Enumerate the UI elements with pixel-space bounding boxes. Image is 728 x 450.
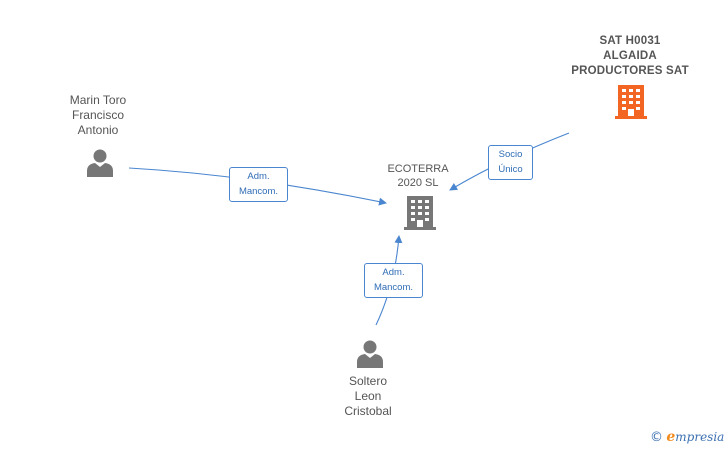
relation-line: Adm. bbox=[247, 171, 270, 182]
person-name-soltero-leon[interactable]: Soltero Leon Cristobal bbox=[328, 374, 408, 419]
company-name-ecoterra[interactable]: ECOTERRA 2020 SL bbox=[368, 162, 468, 190]
name-line: Soltero bbox=[348, 374, 388, 388]
relation-label-socio-unico[interactable]: Socio Único bbox=[488, 145, 533, 180]
relation-line: Socio bbox=[498, 149, 523, 160]
name-line: Antonio bbox=[77, 123, 119, 137]
person-icon[interactable] bbox=[357, 340, 383, 369]
relation-label-adm-mancom[interactable]: Adm. Mancom. bbox=[364, 263, 423, 298]
empresia-logo[interactable]: © empresia bbox=[650, 429, 724, 447]
person-icon[interactable] bbox=[87, 149, 113, 178]
relation-line: Mancom. bbox=[373, 282, 414, 293]
copyright-icon: © bbox=[650, 430, 663, 445]
name-line: ALGAIDA bbox=[603, 50, 657, 62]
name-line: SAT H0031 bbox=[599, 35, 661, 47]
name-line: ECOTERRA bbox=[387, 163, 449, 175]
building-icon[interactable] bbox=[404, 196, 436, 230]
name-line: PRODUCTORES SAT bbox=[571, 65, 689, 77]
name-line: Leon bbox=[354, 389, 382, 403]
name-line: Cristobal bbox=[344, 404, 392, 418]
brand-initial: e bbox=[666, 429, 676, 445]
relation-label-adm-mancom[interactable]: Adm. Mancom. bbox=[229, 167, 288, 202]
person-name-marin-toro[interactable]: Marin Toro Francisco Antonio bbox=[58, 93, 138, 138]
relation-line: Adm. bbox=[382, 267, 405, 278]
name-line: 2020 SL bbox=[397, 177, 439, 189]
name-line: Francisco bbox=[71, 108, 124, 122]
name-line: Marin Toro bbox=[69, 93, 127, 107]
relation-line: Mancom. bbox=[238, 186, 279, 197]
building-icon[interactable] bbox=[615, 85, 647, 119]
relation-line: Único bbox=[498, 164, 523, 175]
brand-name: mpresia bbox=[675, 430, 725, 444]
company-name-sat-algaida[interactable]: SAT H0031 ALGAIDA PRODUCTORES SAT bbox=[558, 34, 702, 79]
